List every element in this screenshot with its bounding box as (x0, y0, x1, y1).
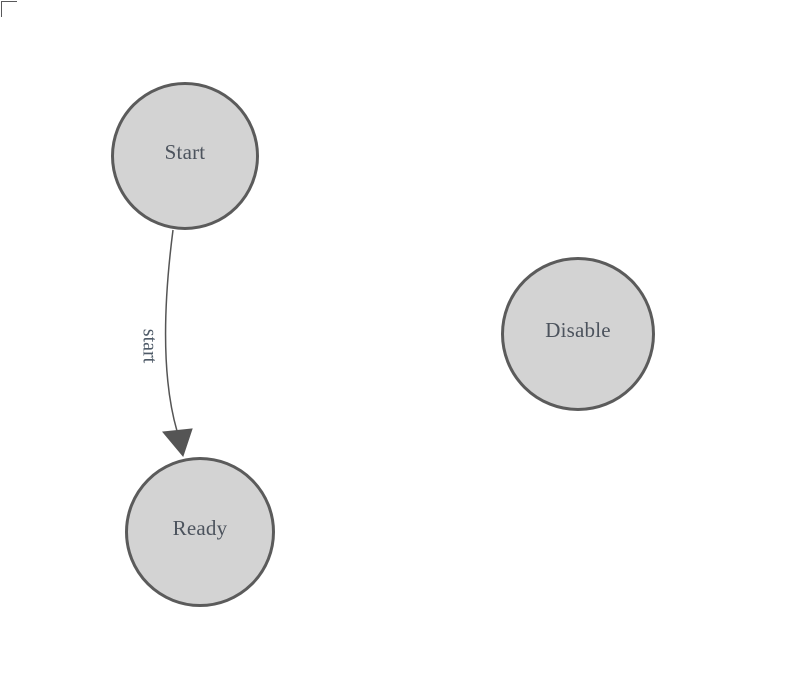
state-node-start-label: Start (164, 139, 206, 164)
edge-label-start[interactable]: start (138, 328, 161, 364)
state-node-ready[interactable]: Ready (125, 457, 275, 607)
canvas-origin-corner-icon (1, 1, 17, 17)
state-node-disable-label: Disable (545, 317, 611, 342)
state-node-ready-label: Ready (172, 515, 228, 540)
arrowhead-icon (162, 428, 193, 458)
state-node-disable[interactable]: Disable (501, 257, 655, 411)
state-node-start[interactable]: Start (111, 82, 259, 230)
transition-edge-start-to-ready[interactable] (164, 229, 178, 432)
